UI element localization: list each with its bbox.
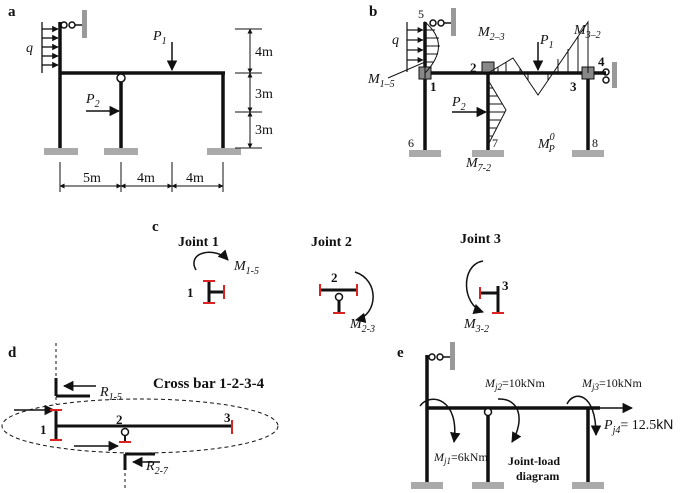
panel-d-label: d: [8, 345, 17, 361]
j2-node: 2: [331, 270, 338, 285]
panel-a: a q P1: [8, 4, 273, 192]
j3-moment-label: M3-2: [463, 317, 489, 335]
node-3: 3: [570, 79, 577, 94]
crossbar-boundary: [1, 398, 279, 454]
joint-3-freebody: [465, 260, 504, 314]
p1-label: P1: [539, 33, 554, 51]
d-node-2: 2: [116, 412, 123, 427]
mj1-arrow: [419, 398, 461, 444]
panel-e-label: e: [397, 345, 404, 361]
m72-label: M7-2: [465, 156, 491, 174]
dim-4m-mid: 4m: [137, 171, 155, 186]
node-8: 8: [592, 136, 598, 150]
panel-c-label: c: [152, 219, 159, 235]
mj3-label: Mj3=10kNm: [581, 376, 642, 392]
j1-node: 1: [187, 285, 194, 300]
panel-d: d Cross bar 1-2-3-4 R1-5 1 2 3 R2-7: [1, 343, 279, 488]
ground-base: [472, 482, 504, 489]
ground-base: [472, 150, 504, 157]
panel-a-label: a: [8, 4, 16, 20]
top-roller-support: [428, 342, 455, 370]
joint-2-freebody: [319, 271, 374, 324]
top-roller-support: [429, 8, 456, 36]
caption-line1: Joint-load: [508, 454, 560, 468]
hinge: [483, 407, 493, 417]
dim-4m-right: 4m: [186, 171, 204, 186]
d-node-3: 3: [224, 410, 231, 425]
horizontal-dimensions: [59, 162, 224, 192]
joint2-title: Joint 2: [311, 235, 352, 250]
pj4-label: Pj4= 12.5kN: [603, 416, 673, 436]
node-5: 5: [418, 7, 424, 21]
p2-label: P2: [85, 92, 100, 110]
mj1-label: Mj1=6kNm: [433, 450, 488, 466]
moment-diagram: [387, 20, 589, 146]
node-2: 2: [470, 60, 477, 75]
mj2-arrow: [497, 398, 522, 443]
node-4: 4: [598, 54, 605, 69]
node-7: 7: [492, 136, 498, 150]
node-6: 6: [408, 136, 414, 150]
distributed-load-q: [41, 22, 59, 73]
ground-base: [572, 482, 604, 489]
panel-e: e Mj2=10kNm Mj3=10kNm Pj4= 12.5kN Mj1=6k…: [397, 342, 673, 489]
dim-3m-upper: 3m: [255, 87, 273, 102]
joint-1-freebody: [193, 249, 229, 304]
joint3-title: Joint 3: [460, 232, 501, 247]
ground-base: [411, 482, 443, 489]
dim-3m-lower: 3m: [255, 123, 273, 138]
mj3-arrow: [566, 395, 602, 437]
panel-c: c Joint 1 Joint 2 Joint 3 1 M1-5 2 M2-3: [152, 219, 509, 335]
ground-base: [409, 150, 441, 157]
caption-line2: diagram: [516, 469, 559, 483]
ground-base: [44, 148, 78, 155]
r27-label: R2-7: [145, 459, 169, 477]
frame-a: [58, 22, 225, 148]
ground-base: [572, 150, 604, 157]
q-label: q: [26, 41, 33, 56]
hinge: [120, 427, 130, 437]
mj2-label: Mj2=10kNm: [484, 376, 545, 392]
vertical-dimensions: [235, 28, 262, 149]
crossbar-title: Cross bar 1-2-3-4: [153, 376, 265, 392]
frame-e: [425, 355, 600, 482]
frame-b: [423, 22, 606, 150]
m15-label: M1–5: [367, 72, 395, 90]
r15-label: R1-5: [99, 385, 122, 403]
p2-label: P2: [451, 95, 466, 113]
j2-moment-label: M2-3: [349, 317, 375, 335]
right-roller-support: [602, 62, 617, 88]
panel-b: b: [367, 4, 617, 174]
joint-2-lock: [481, 61, 495, 73]
ground-base: [207, 148, 241, 155]
j1-moment-label: M1-5: [233, 259, 259, 277]
q-label: q: [392, 33, 399, 48]
joint1-title: Joint 1: [178, 235, 219, 250]
j3-node: 3: [502, 278, 509, 293]
node-1: 1: [430, 79, 437, 94]
hinge: [116, 73, 126, 83]
m32-label: M3–2: [573, 23, 601, 41]
distributed-load-q: [406, 22, 424, 72]
d-node-1: 1: [40, 422, 47, 437]
dim-5m: 5m: [83, 171, 101, 186]
panel-b-label: b: [369, 4, 377, 20]
p1-label: P1: [152, 29, 167, 47]
m23-label: M2–3: [477, 25, 505, 43]
ground-base: [104, 148, 138, 155]
dim-4m-top: 4m: [255, 45, 273, 60]
top-roller-support: [60, 10, 87, 38]
